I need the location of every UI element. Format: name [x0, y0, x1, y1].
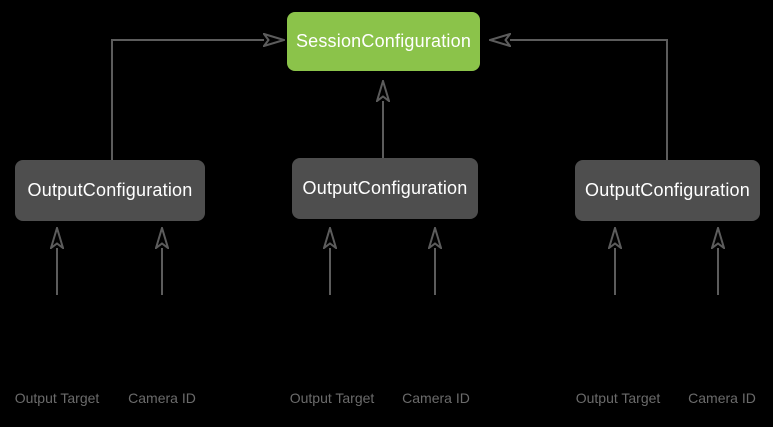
arrow-output3-to-session	[510, 40, 668, 160]
node-output-configuration-3: OutputConfiguration	[575, 160, 760, 221]
node-session-configuration: SessionConfiguration	[287, 12, 480, 71]
input-label-output-target-2: Output Target	[289, 390, 375, 406]
input-label-camera-id-1: Camera ID	[128, 390, 196, 406]
input-label-output-target-1: Output Target	[14, 390, 100, 406]
arrow-output1-to-session	[111, 40, 264, 160]
input-label-camera-id-2: Camera ID	[402, 390, 470, 406]
input-label-camera-id-3: Camera ID	[688, 390, 756, 406]
input-label-output-target-3: Output Target	[575, 390, 661, 406]
node-output-configuration-2: OutputConfiguration	[292, 158, 478, 219]
node-output-configuration-1: OutputConfiguration	[15, 160, 205, 221]
